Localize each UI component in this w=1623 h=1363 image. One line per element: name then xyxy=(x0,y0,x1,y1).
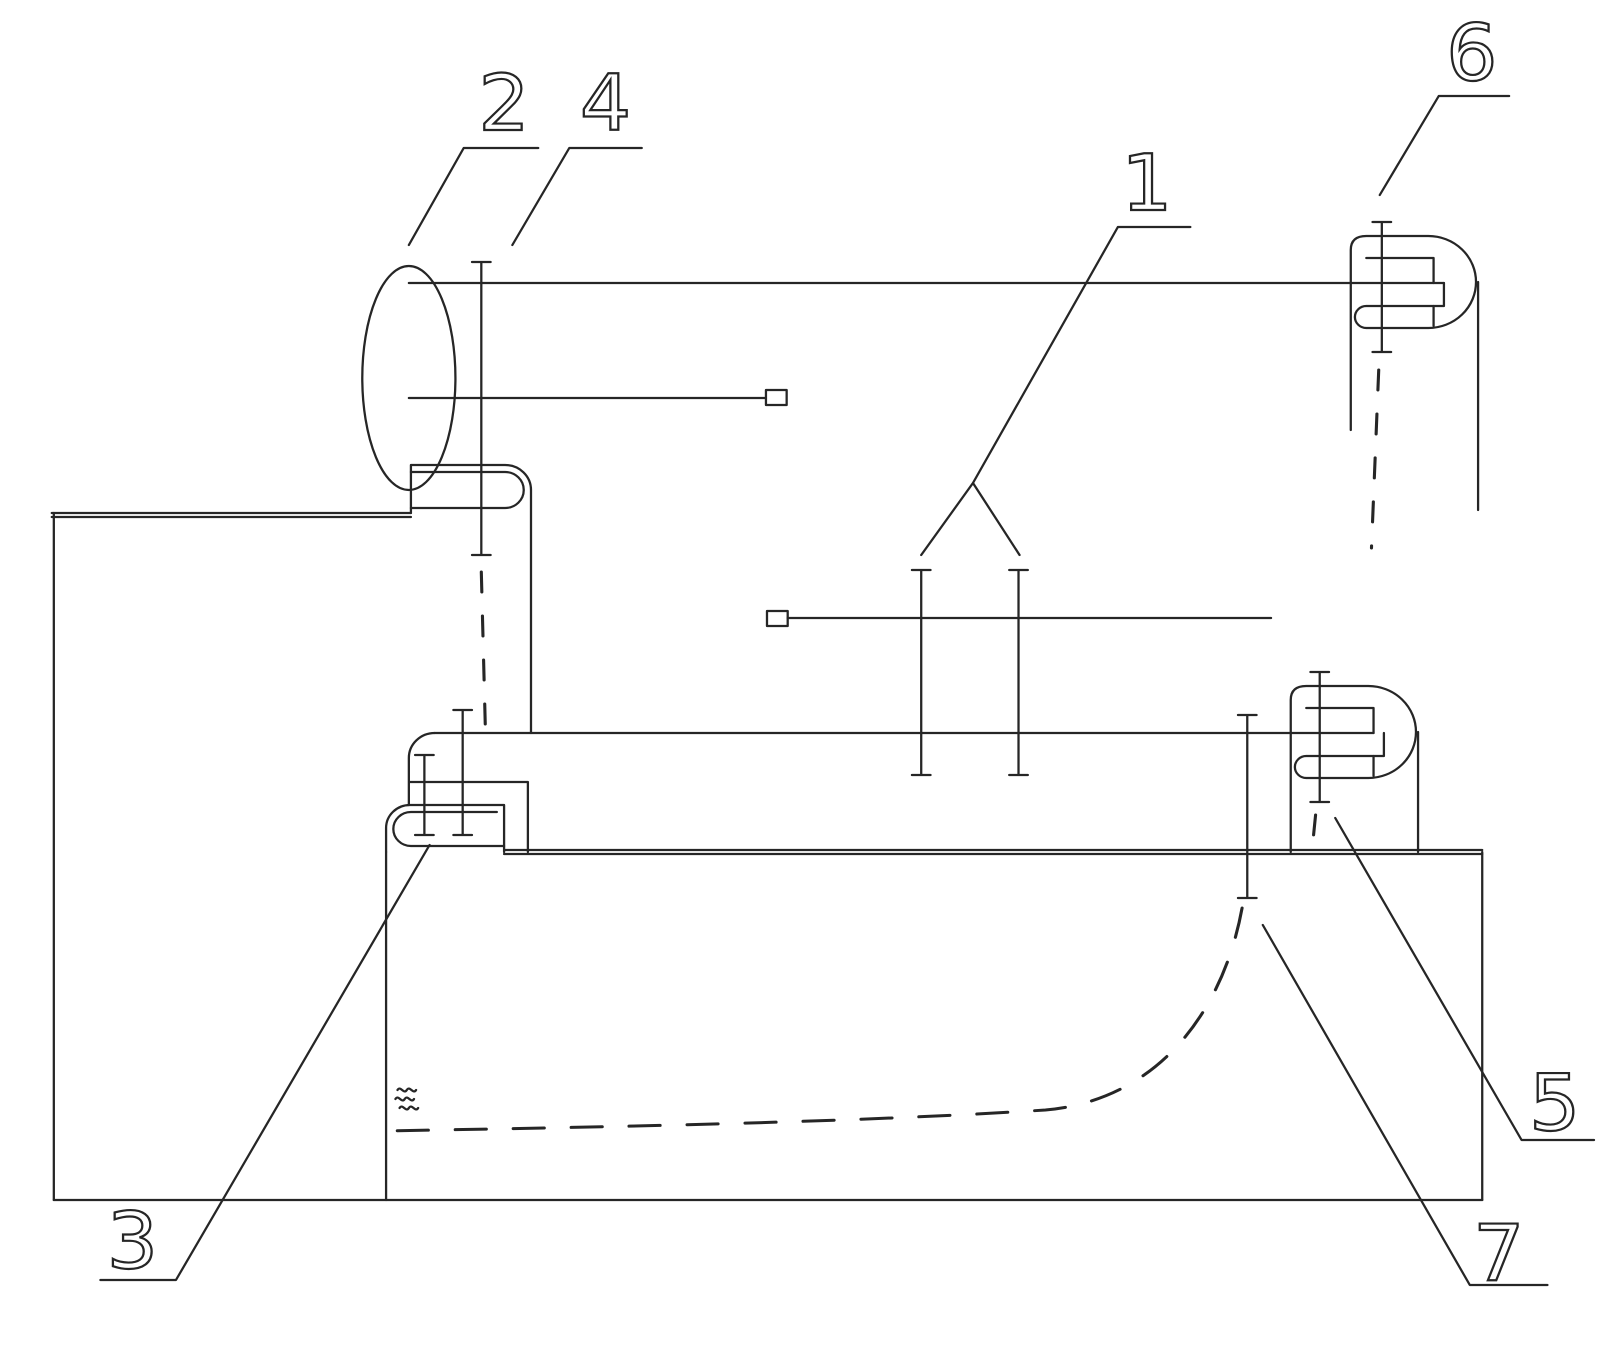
bar-4-dashed-path xyxy=(479,570,488,734)
leader-4 xyxy=(511,146,643,247)
lower-block xyxy=(384,848,1484,1202)
label-5: 5 xyxy=(1529,1057,1580,1148)
label-1: 1 xyxy=(1121,137,1172,228)
middle-shaft-end xyxy=(765,609,789,628)
bar-1a xyxy=(910,568,932,777)
leader-3 xyxy=(99,843,431,1282)
label-2: 2 xyxy=(478,57,529,148)
upper-fold-3 xyxy=(407,731,530,854)
squiggle-mark xyxy=(394,1087,420,1111)
fold-5-inner xyxy=(1305,706,1375,778)
lower-fold-3-inner xyxy=(392,810,506,848)
bar-3b xyxy=(452,708,474,837)
label-6: 6 xyxy=(1446,7,1497,98)
label-4: 4 xyxy=(580,57,631,148)
bar-7 xyxy=(1236,713,1258,900)
leader-6 xyxy=(1378,94,1511,197)
bar-6-dashed-path xyxy=(1369,368,1381,550)
label-3: 3 xyxy=(107,1195,158,1286)
lower-fold-3-outer xyxy=(384,803,506,854)
fold-5-outer xyxy=(1289,684,1418,854)
upper-left-fold xyxy=(409,463,533,735)
bar-5 xyxy=(1309,670,1331,804)
lower-block-top-edge xyxy=(502,848,1484,856)
leader-5 xyxy=(1334,816,1596,1142)
left-block xyxy=(50,511,1484,1202)
bar-4 xyxy=(470,260,492,734)
leader-7 xyxy=(1261,923,1549,1287)
bar-4-stem xyxy=(470,260,492,557)
bar-3a xyxy=(413,753,435,837)
lower-left-folds xyxy=(384,708,1375,854)
fold-6-inner xyxy=(1365,256,1435,328)
fold-5 xyxy=(1289,670,1420,854)
fold-6-outer xyxy=(1349,234,1478,432)
leader-1 xyxy=(920,225,1192,557)
bar-1b xyxy=(1008,568,1029,777)
roll-ellipse xyxy=(361,264,457,492)
bar-5-dashed-path xyxy=(1310,813,1318,848)
upper-left-fold-outer xyxy=(409,463,533,735)
bar-6 xyxy=(1371,220,1393,354)
label-7: 7 xyxy=(1473,1207,1524,1298)
fold-6 xyxy=(1349,220,1480,550)
upper-shaft-end xyxy=(764,388,788,407)
bar-7-dashed-path xyxy=(383,906,1244,1133)
left-block-top-edge xyxy=(50,511,413,519)
upper-left-fold-inner xyxy=(409,470,525,510)
reference-numerals: 2 4 1 6 5 7 3 xyxy=(106,6,1582,1300)
leader-2 xyxy=(407,146,540,247)
leader-lines xyxy=(99,94,1596,1287)
